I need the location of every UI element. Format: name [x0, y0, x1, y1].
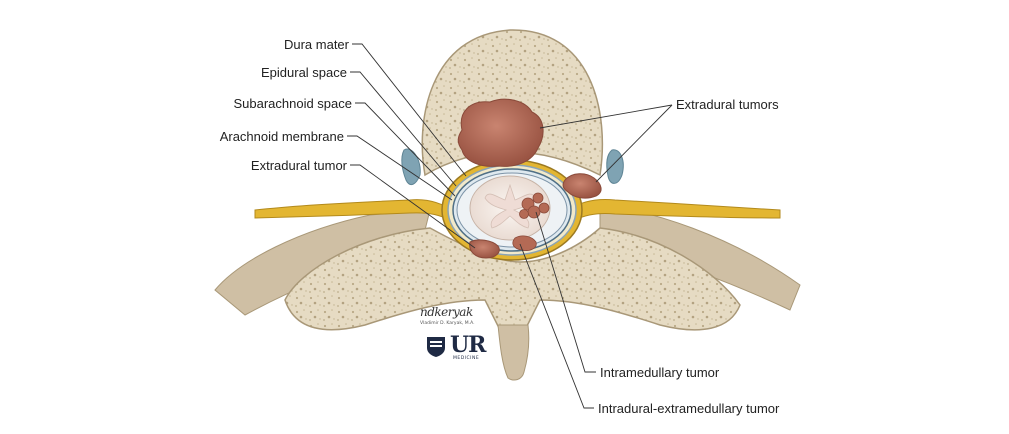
label-extradural-tumor: Extradural tumor	[250, 158, 347, 173]
artist-signature: ndkeryak	[420, 305, 473, 319]
leader-lines	[347, 43, 673, 409]
label-extradural-tumors: Extradural tumors	[676, 97, 779, 112]
extradural-tumor-large	[457, 98, 544, 167]
extradural-tumor-left	[469, 239, 500, 259]
intradural-extramedullary-tumor	[512, 235, 537, 251]
ur-logo-text: UR	[450, 332, 486, 358]
label-arachnoid-membrane: Arachnoid membrane	[219, 129, 344, 144]
leader-intradural-extramedullary-tumor	[519, 243, 594, 409]
leader-extradural-tumor	[350, 164, 476, 249]
label-intramedullary-tumor: Intramedullary tumor	[600, 365, 720, 380]
right-nerve-root	[567, 199, 781, 223]
leader-intramedullary-tumor	[535, 211, 596, 373]
artist-signature-caption: Vladimir D. Karyak, M.A.	[420, 321, 475, 326]
leader-epidural-space	[350, 71, 457, 187]
leader-arachnoid-membrane	[347, 135, 453, 201]
vertebral-arch	[284, 227, 741, 331]
leader-extradural-tumors-a	[539, 104, 673, 129]
label-subarachnoid-space: Subarachnoid space	[233, 96, 352, 111]
left-facet-membrane	[401, 148, 421, 186]
label-epidural-space: Epidural space	[261, 65, 347, 80]
extradural-tumor-right	[562, 173, 602, 199]
leader-dura-mater	[352, 43, 467, 177]
ur-logo-subtext: MEDICINE	[453, 356, 480, 361]
leader-extradural-tumors-b	[595, 104, 673, 183]
leader-subarachnoid-space	[355, 102, 456, 197]
intramedullary-tumor-cluster	[519, 192, 550, 219]
ur-shield-icon	[427, 337, 445, 357]
right-facet-membrane	[606, 149, 624, 184]
spinous-process	[497, 324, 530, 381]
label-dura-mater: Dura mater	[283, 37, 349, 52]
label-intradural-extramedullary-tumor: Intradural-extramedullary tumor	[598, 401, 780, 416]
